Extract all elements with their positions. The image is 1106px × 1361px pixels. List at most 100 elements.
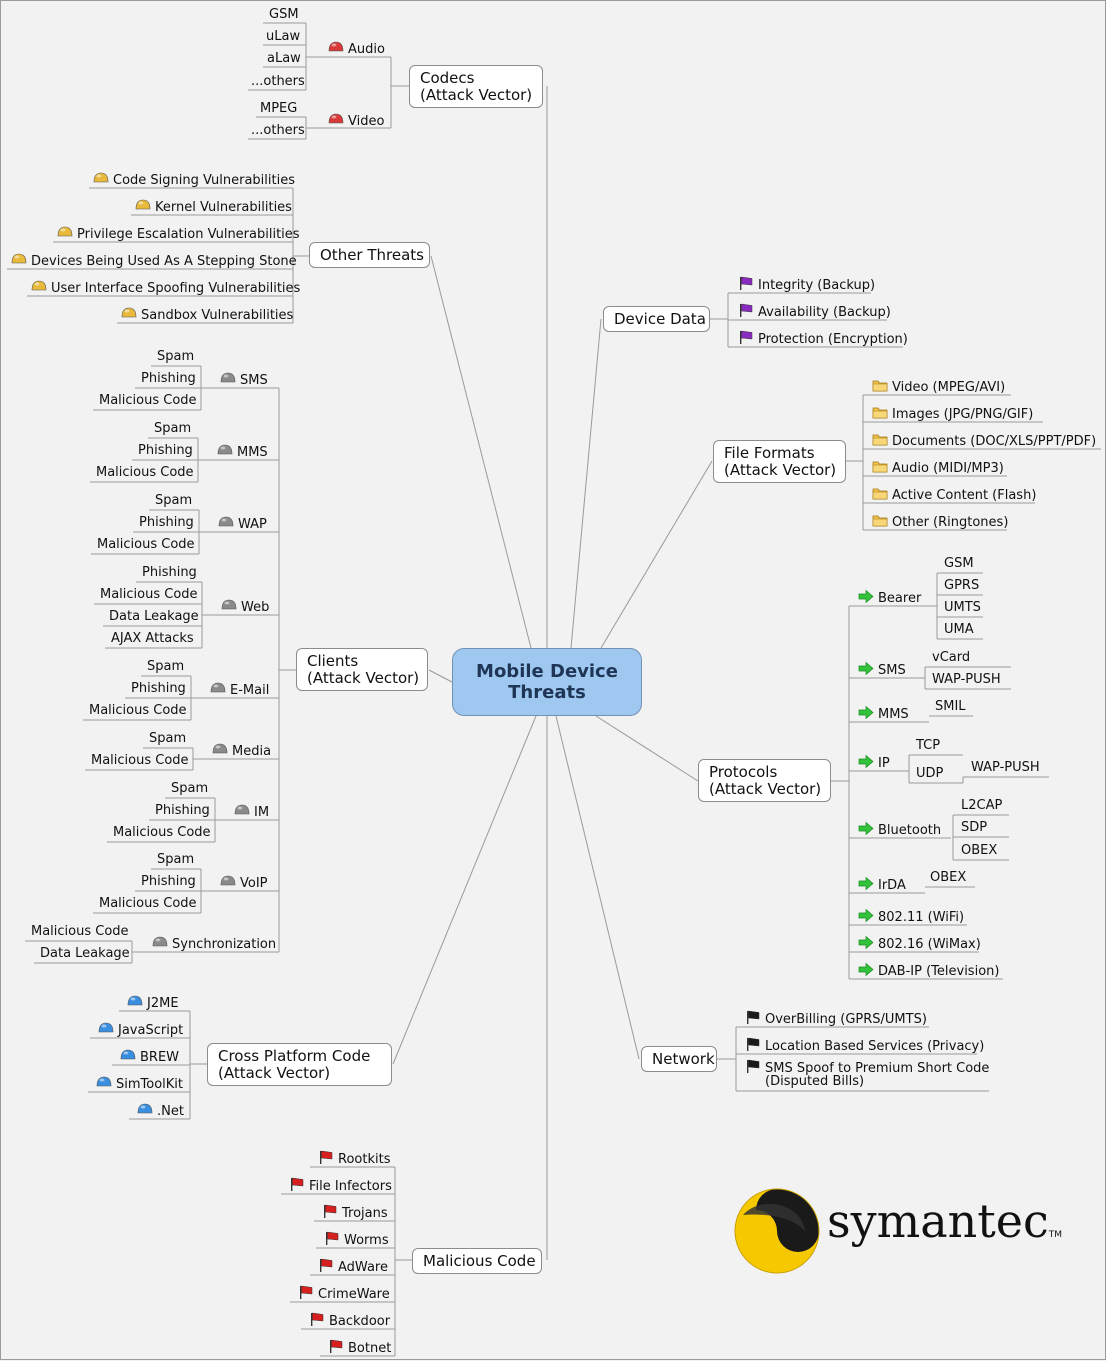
- leaf-protection[interactable]: Protection (Encryption): [738, 330, 908, 347]
- wap-spam[interactable]: Spam: [155, 493, 192, 508]
- email-spam[interactable]: Spam: [147, 659, 184, 674]
- leaf-privilege-escalation[interactable]: Privilege Escalation Vulnerabilities: [57, 225, 300, 242]
- leaf-udp-wap-push[interactable]: WAP-PUSH: [971, 760, 1040, 775]
- branch-other-threats[interactable]: Other Threats: [309, 242, 430, 268]
- sub-email[interactable]: E-Mail: [210, 681, 269, 698]
- leaf-ui-spoofing[interactable]: User Interface Spoofing Vulnerabilities: [31, 279, 300, 296]
- leaf-simtoolkit[interactable]: SimToolKit: [96, 1075, 183, 1092]
- mms-spam[interactable]: Spam: [154, 421, 191, 436]
- leaf-kernel[interactable]: Kernel Vulnerabilities: [135, 198, 292, 215]
- leaf-bearer-uma[interactable]: UMA: [944, 622, 974, 637]
- branch-clients[interactable]: Clients(Attack Vector): [296, 648, 428, 691]
- sub-media[interactable]: Media: [212, 742, 271, 759]
- leaf-ff-audio[interactable]: Audio (MIDI/MP3): [872, 459, 1004, 476]
- leaf-trojans[interactable]: Trojans: [322, 1204, 388, 1221]
- leaf-adware[interactable]: AdWare: [318, 1258, 388, 1275]
- sub-mms[interactable]: MMS: [217, 443, 268, 460]
- sms-malcode[interactable]: Malicious Code: [99, 393, 197, 408]
- im-spam[interactable]: Spam: [171, 781, 208, 796]
- web-phishing[interactable]: Phishing: [142, 565, 197, 580]
- leaf-code-signing[interactable]: Code Signing Vulnerabilities: [93, 171, 295, 188]
- leaf-alaw[interactable]: aLaw: [267, 51, 301, 66]
- leaf-brew[interactable]: BREW: [120, 1048, 179, 1065]
- sub-voip[interactable]: VoIP: [220, 874, 268, 891]
- leaf-sms-wap-push[interactable]: WAP-PUSH: [932, 672, 1001, 687]
- mms-phishing[interactable]: Phishing: [138, 443, 193, 458]
- im-malcode[interactable]: Malicious Code: [113, 825, 211, 840]
- media-malcode[interactable]: Malicious Code: [91, 753, 189, 768]
- leaf-ff-images[interactable]: Images (JPG/PNG/GIF): [872, 405, 1033, 422]
- sub-ip[interactable]: IP: [858, 754, 890, 771]
- leaf-irda-obex[interactable]: OBEX: [930, 870, 966, 885]
- leaf-dotnet[interactable]: .Net: [137, 1102, 184, 1119]
- leaf-availability[interactable]: Availability (Backup): [738, 303, 891, 320]
- branch-protocols[interactable]: Protocols(Attack Vector): [698, 759, 831, 802]
- voip-malcode[interactable]: Malicious Code: [99, 896, 197, 911]
- email-phishing[interactable]: Phishing: [131, 681, 186, 696]
- leaf-crimeware[interactable]: CrimeWare: [298, 1285, 390, 1302]
- leaf-backdoor[interactable]: Backdoor: [309, 1312, 390, 1329]
- leaf-rootkits[interactable]: Rootkits: [318, 1150, 390, 1167]
- leaf-file-infectors[interactable]: File Infectors: [289, 1177, 392, 1194]
- leaf-vcard[interactable]: vCard: [932, 650, 970, 665]
- voip-spam[interactable]: Spam: [157, 852, 194, 867]
- leaf-ff-video[interactable]: Video (MPEG/AVI): [872, 378, 1005, 395]
- web-ajax[interactable]: AJAX Attacks: [111, 631, 194, 646]
- branch-network[interactable]: Network: [641, 1046, 717, 1072]
- leaf-dab-ip[interactable]: DAB-IP (Television): [858, 962, 999, 979]
- leaf-sandbox[interactable]: Sandbox Vulnerabilities: [121, 306, 293, 323]
- leaf-bearer-gprs[interactable]: GPRS: [944, 578, 979, 593]
- mms-malcode[interactable]: Malicious Code: [96, 465, 194, 480]
- sms-phishing[interactable]: Phishing: [141, 371, 196, 386]
- leaf-wimax[interactable]: 802.16 (WiMax): [858, 935, 981, 952]
- leaf-video-others[interactable]: ...others: [251, 123, 305, 138]
- sub-protocol-sms[interactable]: SMS: [858, 661, 906, 678]
- leaf-ff-active-content[interactable]: Active Content (Flash): [872, 486, 1036, 503]
- branch-device-data[interactable]: Device Data: [603, 306, 710, 332]
- im-phishing[interactable]: Phishing: [155, 803, 210, 818]
- leaf-bearer-umts[interactable]: UMTS: [944, 600, 981, 615]
- web-malcode[interactable]: Malicious Code: [100, 587, 198, 602]
- leaf-udp[interactable]: UDP: [916, 766, 943, 781]
- sub-wap[interactable]: WAP: [218, 515, 267, 532]
- branch-file-formats[interactable]: File Formats(Attack Vector): [713, 440, 846, 483]
- leaf-tcp[interactable]: TCP: [916, 738, 940, 753]
- leaf-l2cap[interactable]: L2CAP: [961, 798, 1002, 813]
- wap-phishing[interactable]: Phishing: [139, 515, 194, 530]
- leaf-ff-other[interactable]: Other (Ringtones): [872, 513, 1008, 530]
- central-topic[interactable]: Mobile Device Threats: [452, 648, 642, 716]
- leaf-bt-obex[interactable]: OBEX: [961, 843, 997, 858]
- leaf-j2me[interactable]: J2ME: [127, 994, 179, 1011]
- leaf-bearer-gsm[interactable]: GSM: [944, 556, 974, 571]
- sub-sync[interactable]: Synchronization: [152, 935, 276, 952]
- leaf-gsm[interactable]: GSM: [269, 7, 299, 22]
- leaf-integrity[interactable]: Integrity (Backup): [738, 276, 875, 293]
- leaf-smil[interactable]: SMIL: [935, 699, 966, 714]
- leaf-mpeg[interactable]: MPEG: [260, 101, 297, 116]
- sync-dataleak[interactable]: Data Leakage: [40, 946, 130, 961]
- sub-im[interactable]: IM: [234, 803, 269, 820]
- email-malcode[interactable]: Malicious Code: [89, 703, 187, 718]
- sub-irda[interactable]: IrDA: [858, 876, 906, 893]
- leaf-location-services[interactable]: Location Based Services (Privacy): [745, 1037, 984, 1054]
- sub-sms[interactable]: SMS: [220, 371, 268, 388]
- sub-protocol-mms[interactable]: MMS: [858, 705, 909, 722]
- leaf-javascript[interactable]: JavaScript: [98, 1021, 183, 1038]
- voip-phishing[interactable]: Phishing: [141, 874, 196, 889]
- sub-video[interactable]: Video: [328, 112, 384, 129]
- leaf-audio-others[interactable]: ...others: [251, 74, 305, 89]
- branch-malicious-code[interactable]: Malicious Code: [412, 1248, 542, 1274]
- leaf-ff-documents[interactable]: Documents (DOC/XLS/PPT/PDF): [872, 432, 1096, 449]
- leaf-botnet[interactable]: Botnet: [328, 1339, 391, 1356]
- branch-codecs[interactable]: Codecs(Attack Vector): [409, 65, 543, 108]
- leaf-worms[interactable]: Worms: [324, 1231, 389, 1248]
- sub-audio[interactable]: Audio: [328, 40, 385, 57]
- sub-bluetooth[interactable]: Bluetooth: [858, 821, 941, 838]
- leaf-stepping-stone[interactable]: Devices Being Used As A Stepping Stone: [11, 252, 297, 269]
- sub-bearer[interactable]: Bearer: [858, 589, 921, 606]
- wap-malcode[interactable]: Malicious Code: [97, 537, 195, 552]
- sub-web[interactable]: Web: [221, 598, 269, 615]
- leaf-sdp[interactable]: SDP: [961, 820, 987, 835]
- leaf-overbilling[interactable]: OverBilling (GPRS/UMTS): [745, 1010, 927, 1027]
- leaf-sms-spoof[interactable]: SMS Spoof to Premium Short Code: [745, 1059, 989, 1076]
